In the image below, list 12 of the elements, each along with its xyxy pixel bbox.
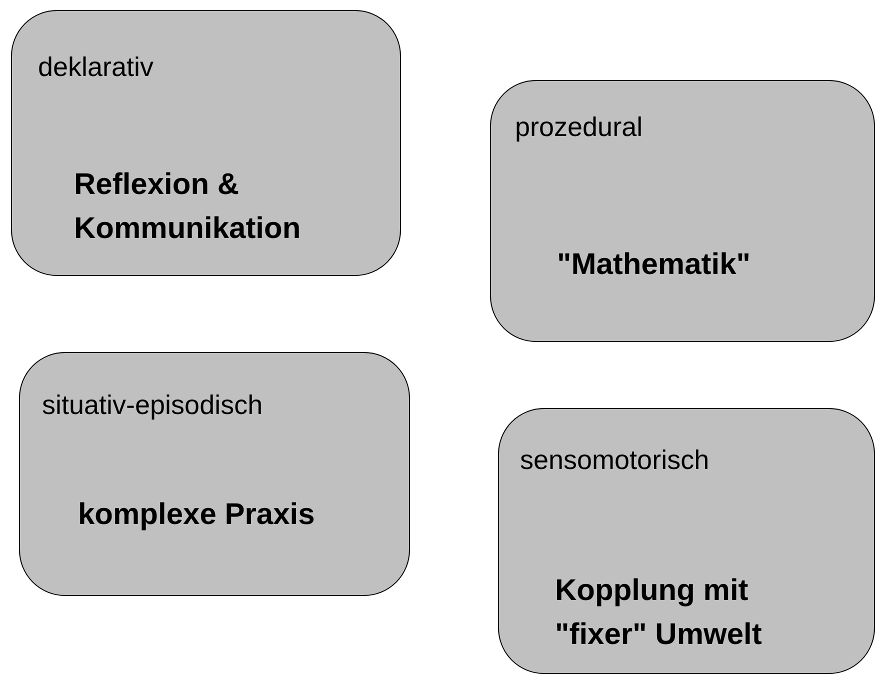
rounded-box (498, 408, 875, 674)
rounded-box (19, 352, 410, 596)
box-body-text: "Mathematik" (557, 247, 752, 283)
box-heading: situativ-episodisch (42, 389, 263, 421)
rounded-box (490, 80, 875, 342)
box-heading: sensomotorisch (520, 444, 710, 476)
box-body-text: komplexe Praxis (78, 497, 316, 533)
rounded-box (11, 10, 401, 276)
box-heading: deklarativ (38, 51, 154, 83)
box-body-text: Kopplung mit "fixer" Umwelt (555, 573, 763, 653)
box-body-text: Reflexion & Kommunikation (74, 167, 302, 247)
box-heading: prozedural (515, 111, 643, 143)
